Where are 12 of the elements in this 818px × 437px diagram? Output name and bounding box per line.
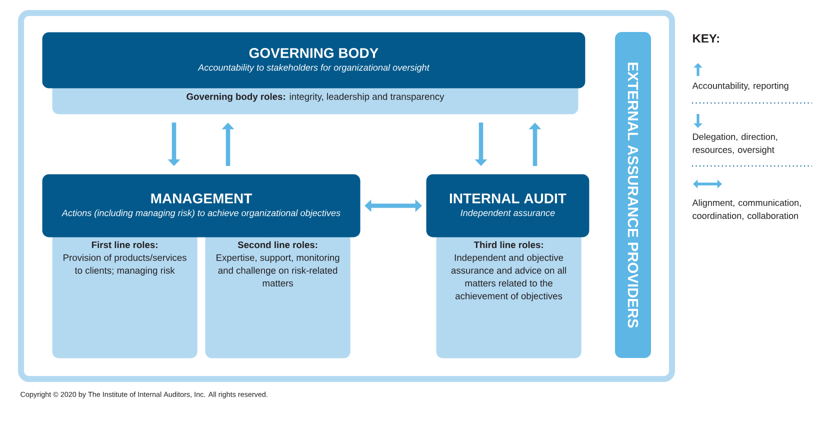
legend-text: Accountability, reporting bbox=[692, 82, 788, 91]
legend-text: Delegation, direction, resources, oversight bbox=[692, 133, 778, 155]
heading-box: MANAGEMENT Actions (including managing risk) to achieve organizational objectives bbox=[42, 174, 360, 238]
roles-box: Second line roles: Expertise, support, monitoring and challenge on risk-related matters bbox=[205, 232, 350, 358]
roles-box: Third line roles: Independent and objective assurance and advice on all matters related to the achievement of objectives bbox=[436, 232, 582, 358]
roles-box: First line roles: Provision of products/services to clients; managing risk bbox=[52, 232, 198, 358]
arrow bbox=[364, 200, 422, 212]
heading-box: INTERNAL AUDIT Independent assurance bbox=[426, 174, 590, 238]
side-bar: EXTERNAL ASSURANCE PROVIDERS bbox=[615, 32, 651, 358]
key-heading: KEY: bbox=[693, 34, 719, 43]
heading-box: GOVERNING BODY Accountability to stakeholders for organizational oversight bbox=[42, 32, 586, 88]
legend-text: Alignment, communication, coordination, collaboration bbox=[692, 199, 801, 220]
